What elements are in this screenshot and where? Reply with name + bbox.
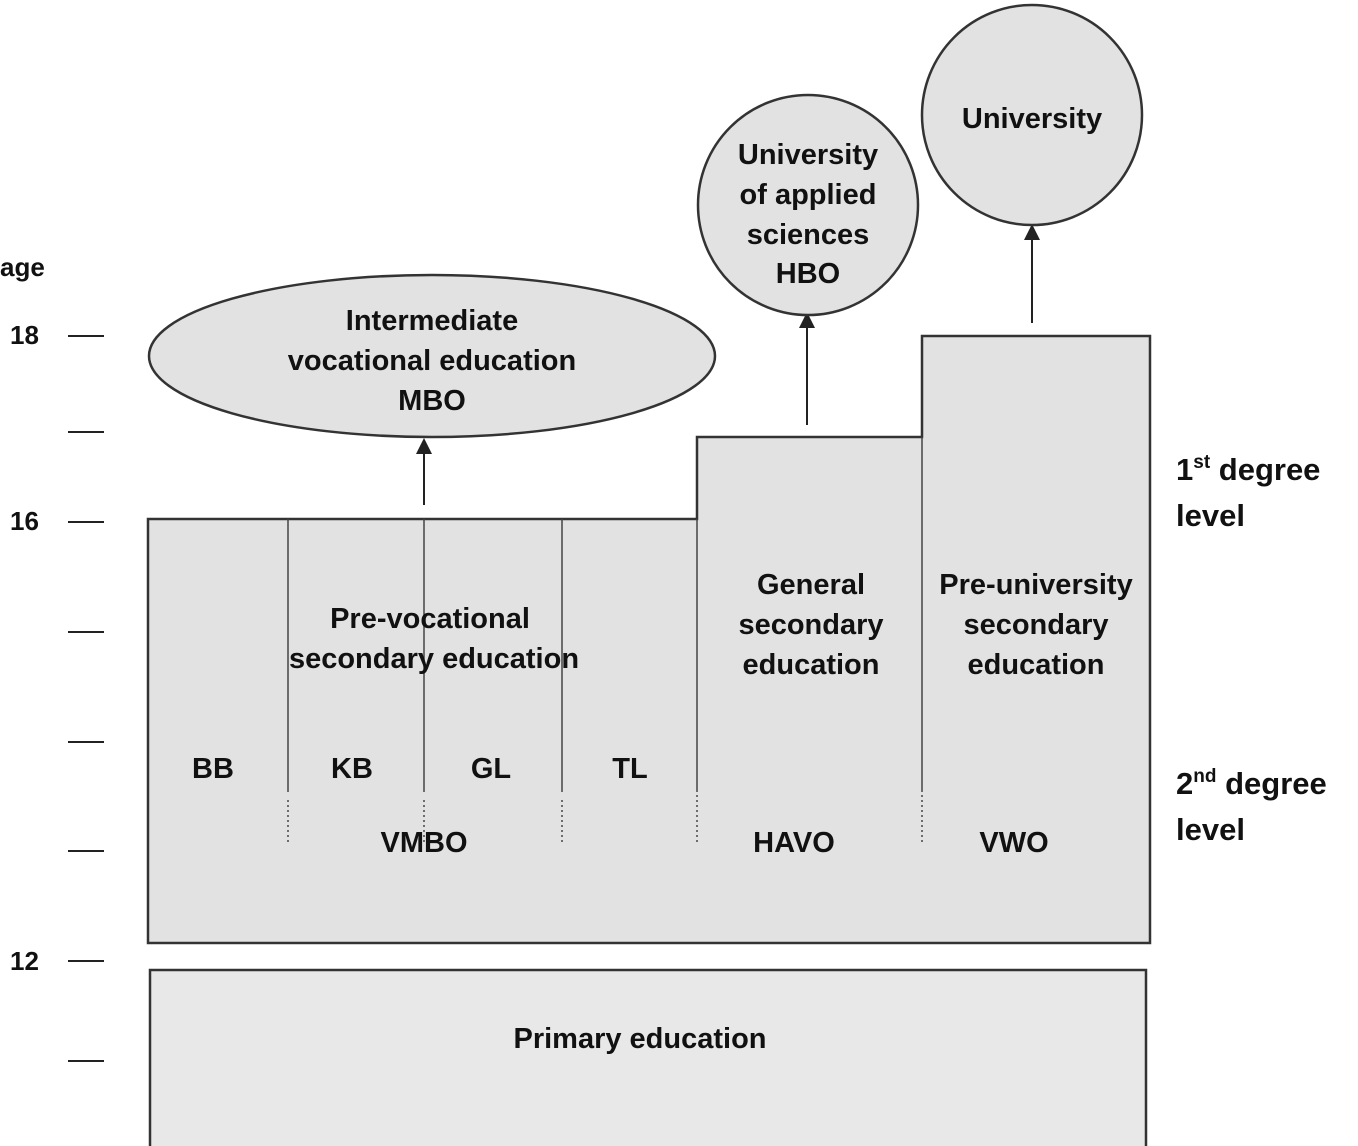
age-axis: age 18 16 12 (0, 252, 104, 1062)
first-degree-level-line-1: 1st degree (1176, 452, 1320, 487)
track-label-bb: BB (192, 753, 234, 785)
vmbo-title-line-1: Pre-vocational (330, 603, 530, 635)
mbo-ellipse (147, 273, 717, 439)
first-degree-level-line-2: level (1176, 498, 1245, 533)
mbo-label-line-2: vocational education (288, 345, 576, 377)
havo-title-line-1: General (757, 569, 865, 601)
second-degree-level-line-1: 2nd degree (1176, 766, 1327, 801)
vmbo-track-separators (287, 519, 563, 845)
age-axis-title: age (0, 252, 45, 282)
primary-education-box (148, 968, 1148, 1146)
university-label: University (962, 103, 1102, 135)
havo-abbr: HAVO (753, 827, 835, 859)
track-label-tl: TL (612, 753, 647, 785)
track-label-kb: KB (331, 753, 373, 785)
hbo-label-line-3: sciences (747, 219, 870, 251)
mbo-label-line-3: MBO (398, 385, 466, 417)
hbo-label-line-1: University (738, 139, 878, 171)
column-separators (696, 437, 923, 845)
vwo-title-line-3: education (968, 649, 1105, 681)
hbo-circle (696, 93, 920, 317)
age-label-18: 18 (10, 320, 39, 350)
vwo-title-line-2: secondary (963, 609, 1108, 641)
vwo-abbr: VWO (979, 827, 1048, 859)
primary-education-label: Primary education (513, 1023, 766, 1055)
age-label-12: 12 (10, 946, 39, 976)
track-label-gl: GL (471, 753, 511, 785)
age-label-16: 16 (10, 506, 39, 536)
second-degree-level-line-2: level (1176, 812, 1245, 847)
vmbo-abbr: VMBO (381, 827, 468, 859)
havo-title-line-2: secondary (738, 609, 883, 641)
university-circle (920, 3, 1144, 227)
hbo-label-line-2: of applied (740, 179, 877, 211)
havo-title-line-3: education (743, 649, 880, 681)
vwo-title-line-1: Pre-university (939, 569, 1132, 601)
mbo-label-line-1: Intermediate (346, 305, 518, 337)
vmbo-title-line-2: secondary education (289, 643, 579, 675)
hbo-label-line-4: HBO (776, 258, 840, 290)
